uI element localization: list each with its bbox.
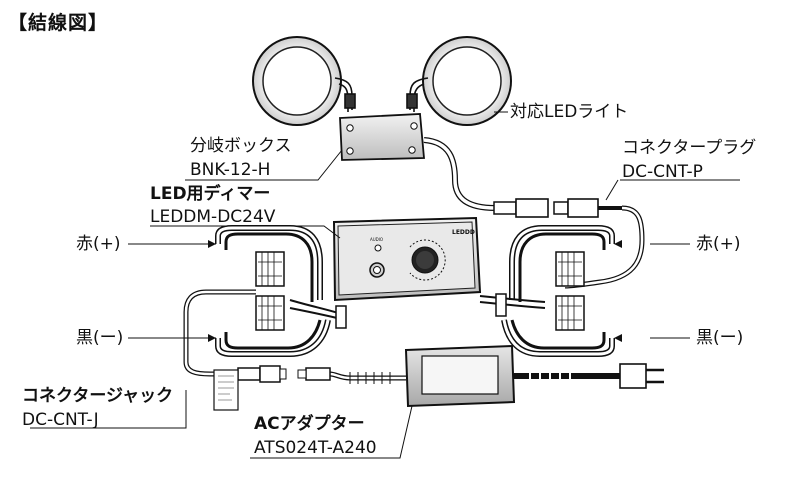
ac-adapter <box>297 344 664 408</box>
arrowheads <box>208 240 622 342</box>
label-adapter-name: ACアダプター <box>254 414 365 434</box>
led-light-left <box>252 36 342 126</box>
diagram-title: 【結線図】 <box>8 12 109 34</box>
label-black-right: 黒(ー) <box>696 328 744 348</box>
dimmer-brand: LEDDD <box>452 229 475 236</box>
label-branch-box-name: 分岐ボックス <box>190 136 292 156</box>
cable-clip-right <box>495 293 507 317</box>
label-adapter-model: ATS024T-A240 <box>254 438 377 458</box>
label-jack-name: コネクタージャック <box>22 386 174 406</box>
connector-jack <box>213 365 287 411</box>
dimmer-small-label: AUDIO <box>370 237 383 242</box>
label-plug-model: DC-CNT-P <box>622 162 703 182</box>
leader-lines <box>30 111 740 459</box>
led-light-right <box>422 36 512 126</box>
label-plug-name: コネクタープラグ <box>622 138 757 158</box>
connector-pair <box>493 198 622 218</box>
light-leads <box>334 77 429 112</box>
label-red-left: 赤(+) <box>76 234 121 254</box>
left-terminal-block <box>255 251 285 331</box>
label-led-light: 対応LEDライト <box>510 102 629 122</box>
dimmer-unit: LEDDD AUDIO <box>332 216 482 302</box>
label-dimmer-name: LED用ディマー <box>150 184 271 204</box>
label-dimmer-model: LEDDM-DC24V <box>150 207 276 227</box>
branch-box <box>339 113 425 161</box>
label-black-left: 黒(ー) <box>76 328 124 348</box>
right-wiring <box>479 225 615 357</box>
label-jack-model: DC-CNT-J <box>22 410 99 430</box>
right-terminal-block <box>555 251 585 331</box>
label-branch-box-model: BNK-12-H <box>190 160 271 180</box>
cable-clip-left <box>335 305 347 329</box>
label-red-right: 赤(+) <box>696 234 741 254</box>
